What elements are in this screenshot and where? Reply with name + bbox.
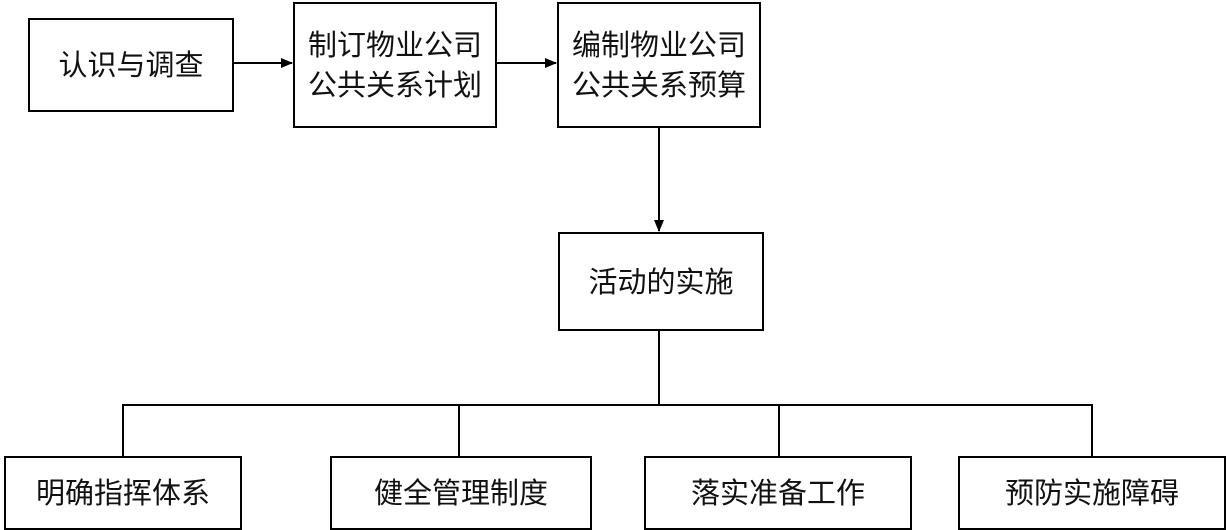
node-plan: 制订物业公司 公共关系计划 [293,2,497,128]
node-survey: 认识与调查 [28,18,234,112]
node-budget-line-2: 公共关系预算 [571,68,746,102]
node-rules: 健全管理制度 [330,456,592,530]
node-command-line-1: 明确指挥体系 [35,476,210,510]
node-prevent: 预防实施障碍 [958,456,1226,530]
node-prepare-line-1: 落实准备工作 [690,476,865,510]
node-implement: 活动的实施 [558,232,764,331]
node-prevent-line-1: 预防实施障碍 [1004,476,1179,510]
node-prepare: 落实准备工作 [644,456,912,530]
node-plan-line-2: 公共关系计划 [307,68,482,102]
node-plan-line-1: 制订物业公司 [307,28,482,62]
node-command: 明确指挥体系 [4,456,242,530]
node-survey-line-1: 认识与调查 [58,48,204,82]
node-implement-line-1: 活动的实施 [588,264,734,299]
node-budget: 编制物业公司 公共关系预算 [557,2,761,128]
node-budget-line-1: 编制物业公司 [571,28,746,62]
node-rules-line-1: 健全管理制度 [373,476,548,510]
